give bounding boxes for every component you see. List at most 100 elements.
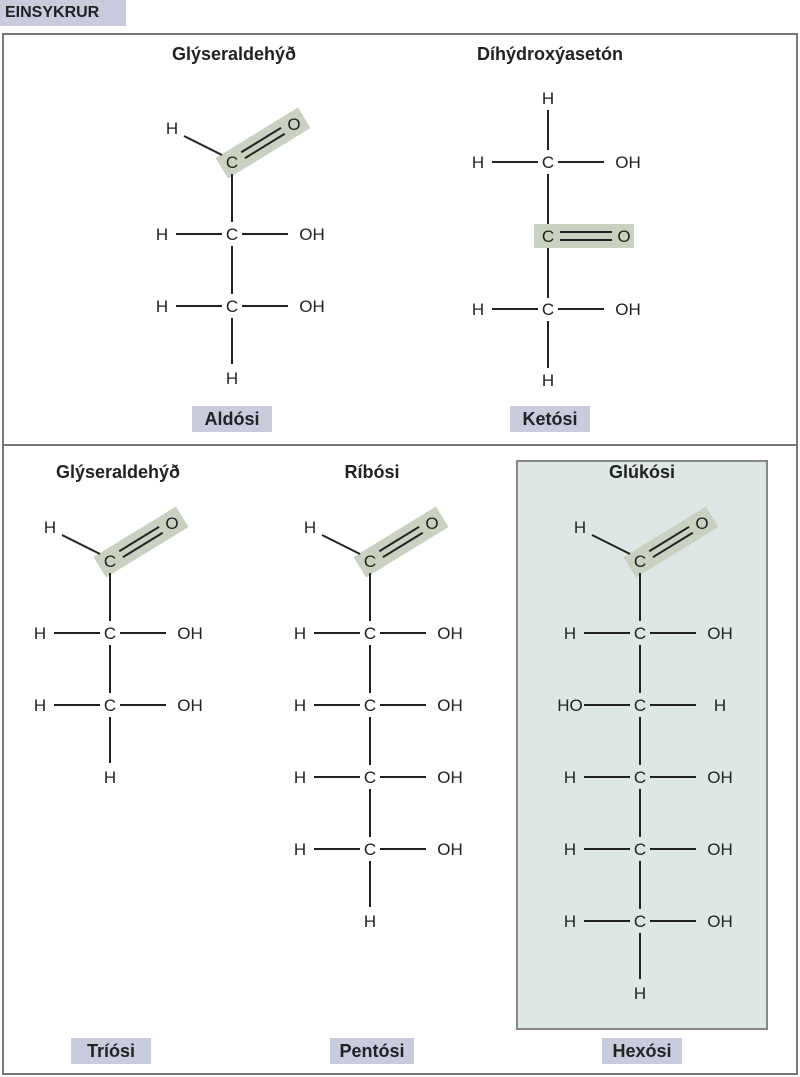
glucose-highlight-rect — [623, 506, 719, 578]
ribose-carbon-2-right-group: OH — [437, 696, 463, 715]
ribose-carbon-3-left-group: H — [294, 768, 306, 787]
triose-double-bond-b — [118, 525, 160, 553]
ribose-carbon-1-c: C — [364, 624, 376, 643]
dihydroxyacetone-top-h: H — [542, 89, 554, 108]
top-glyceraldehyde-carbon-1-right-group: OH — [299, 225, 325, 244]
ribose-carbonyl-highlight — [353, 506, 449, 578]
einsykrur-tag: EINSYKRUR — [0, 0, 126, 26]
top-glyceraldehyde-carbon-2-c: C — [226, 297, 238, 316]
top-glyceraldehyde-double-bond-b — [240, 126, 282, 154]
glucose-carbonyl-highlight — [623, 506, 719, 578]
triose-carbon-1-right-group: OH — [177, 624, 203, 643]
glucose-carbon-4-left-group: H — [564, 840, 576, 859]
ribose-carbon-4-c: C — [364, 840, 376, 859]
top-glyceraldehyde-carbon-1-left-group: H — [156, 225, 168, 244]
top-glyceraldehyde-carbon-1-c: C — [226, 225, 238, 244]
glucose-carbon-3-left-group: H — [564, 768, 576, 787]
triose-double-bond-a — [122, 531, 164, 559]
glyceraldehyde-top-title: Glýseraldehýð — [171, 44, 297, 64]
glucose-carbon-1-left-group: H — [564, 624, 576, 643]
glucose-terminal-h: H — [634, 984, 646, 1003]
top-glyceraldehyde-highlight-rect — [215, 107, 311, 179]
hexose-label: Hexósi — [602, 1038, 682, 1064]
glyceraldehyde-bottom-title: Glýseraldehýð — [55, 462, 181, 482]
glucose-carbon-1-right-group: OH — [707, 624, 733, 643]
ribose-carbon-4-left-group: H — [294, 840, 306, 859]
top-glyceraldehyde-carbonyl-highlight — [215, 107, 311, 179]
triose-carbonyl-o: O — [165, 514, 178, 533]
glucose-carbon-5-right-group: OH — [707, 912, 733, 931]
top-panel — [2, 33, 798, 446]
glucose-carbon-4-right-group: OH — [707, 840, 733, 859]
dihydroxyacetone-carbon-1-left-group: H — [472, 153, 484, 172]
bottom-panel — [2, 446, 798, 1075]
ribose-carbonyl-o: O — [425, 514, 438, 533]
ribose-carbon-1-left-group: H — [294, 624, 306, 643]
triose-aldehyde-h-bond — [61, 534, 101, 555]
glucose-carbonyl-o: O — [695, 514, 708, 533]
dihydroxyacetone-carbon-3-c: C — [542, 300, 554, 319]
ribose-aldehyde-h-bond — [321, 534, 361, 555]
glucose-carbon-3-right-group: OH — [707, 768, 733, 787]
glucose-carbon-4-c: C — [634, 840, 646, 859]
triose-aldehyde-h: H — [44, 518, 56, 537]
ribose-carbon-4-right-group: OH — [437, 840, 463, 859]
ribose-double-bond-b — [378, 525, 420, 553]
top-glyceraldehyde-aldehyde-h: H — [166, 119, 178, 138]
dihydroxyacetone-carbonyl-highlight — [534, 224, 634, 248]
ribose-title: Ríbósi — [344, 462, 400, 482]
ribose-carbon-3-right-group: OH — [437, 768, 463, 787]
dihydroxyacetone-carbon-3-right-group: OH — [615, 300, 641, 319]
ribose-highlight-rect — [353, 506, 449, 578]
triose-carbon-1-c: C — [104, 624, 116, 643]
ketose-label: Ketósi — [510, 406, 590, 432]
triose-carbon-1-left-group: H — [34, 624, 46, 643]
glucose-carbon-5-left-group: H — [564, 912, 576, 931]
triose-carbonyl-highlight — [93, 506, 189, 578]
ribose-double-bond-a — [382, 531, 424, 559]
glucose-double-bond-a — [652, 531, 694, 559]
top-glyceraldehyde-aldehyde-c: C — [226, 153, 238, 172]
dihydroxyacetone-carbon-1-right-group: OH — [615, 153, 641, 172]
glucose-title: Glúkósi — [608, 462, 675, 482]
triose-aldehyde-c: C — [104, 552, 116, 571]
triose-highlight-rect — [93, 506, 189, 578]
ribose-carbon-3-c: C — [364, 768, 376, 787]
aldose-label: Aldósi — [192, 406, 272, 432]
dihydroxyacetone-carbonyl-o: O — [617, 227, 630, 246]
top-glyceraldehyde-carbonyl-o: O — [287, 115, 300, 134]
ribose-aldehyde-h: H — [304, 518, 316, 537]
glucose-aldehyde-h: H — [574, 518, 586, 537]
glucose-carbon-2-left-group: HO — [557, 696, 583, 715]
pentose-label: Pentósi — [330, 1038, 414, 1064]
glucose-carbon-3-c: C — [634, 768, 646, 787]
triose-carbon-2-right-group: OH — [177, 696, 203, 715]
dihydroxyacetone-carbonyl-c: C — [542, 227, 554, 246]
ribose-carbon-1-right-group: OH — [437, 624, 463, 643]
triose-carbon-2-left-group: H — [34, 696, 46, 715]
dihydroxyacetone-carbon-1-c: C — [542, 153, 554, 172]
ribose-aldehyde-c: C — [364, 552, 376, 571]
top-glyceraldehyde-carbon-2-left-group: H — [156, 297, 168, 316]
triose-terminal-h: H — [104, 768, 116, 787]
ribose-terminal-h: H — [364, 912, 376, 931]
triose-label: Tríósi — [71, 1038, 151, 1064]
glucose-aldehyde-c: C — [634, 552, 646, 571]
top-glyceraldehyde-terminal-h: H — [226, 369, 238, 388]
glucose-carbon-1-c: C — [634, 624, 646, 643]
dihydroxyacetone-bottom-h: H — [542, 371, 554, 390]
glucose-double-bond-b — [648, 525, 690, 553]
triose-carbon-2-c: C — [104, 696, 116, 715]
ribose-carbon-2-c: C — [364, 696, 376, 715]
top-glyceraldehyde-carbon-2-right-group: OH — [299, 297, 325, 316]
ribose-carbon-2-left-group: H — [294, 696, 306, 715]
glucose-carbon-2-c: C — [634, 696, 646, 715]
glucose-carbon-2-right-group: H — [714, 696, 726, 715]
top-glyceraldehyde-aldehyde-h-bond — [183, 135, 223, 156]
dihydroxyacetone-carbon-3-left-group: H — [472, 300, 484, 319]
glucose-aldehyde-h-bond — [591, 534, 631, 555]
dihydroxyacetone-title: Díhýdroxýasetón — [476, 44, 624, 64]
glucose-carbon-5-c: C — [634, 912, 646, 931]
top-glyceraldehyde-double-bond-a — [244, 132, 286, 160]
